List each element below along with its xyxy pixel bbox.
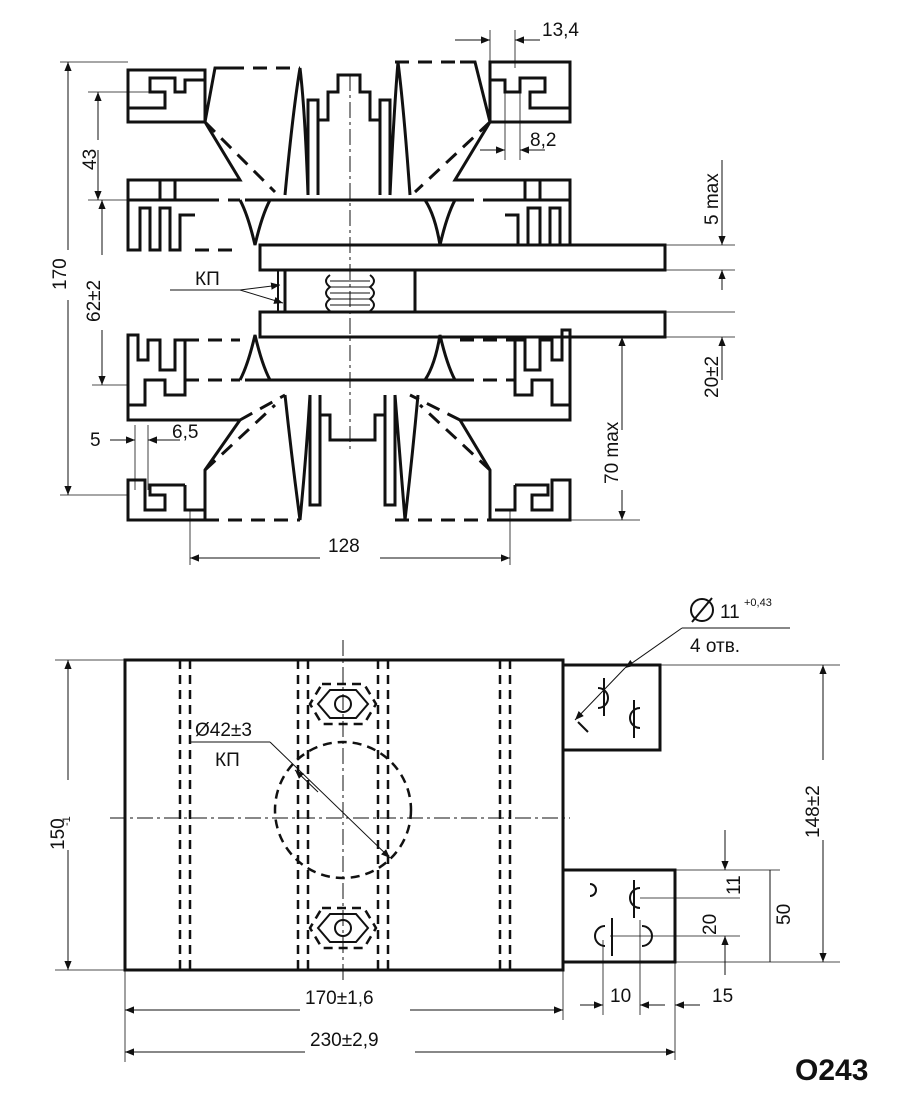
dim-128: 128 — [189, 510, 511, 565]
dim-13-4: 13,4 — [455, 20, 579, 68]
svg-text:Ø42±3: Ø42±3 — [195, 720, 252, 741]
kp-label-top: КП — [195, 269, 220, 290]
bottom-view: 11 +0,43 4 отв. Ø42±3 КП 150 -1 — [48, 597, 840, 1062]
base-plate — [123, 658, 565, 972]
svg-text:20±2: 20±2 — [702, 356, 723, 398]
dim-170-bottom: 170±1,6 — [124, 962, 564, 1020]
busbars — [258, 243, 667, 339]
svg-text:70 max: 70 max — [602, 421, 623, 484]
svg-text:5: 5 — [90, 430, 101, 451]
dim-8-2: 8,2 — [480, 92, 556, 160]
svg-text:10: 10 — [610, 986, 631, 1007]
svg-text:8,2: 8,2 — [530, 130, 556, 151]
terminal-holes — [577, 678, 653, 956]
svg-text:13,4: 13,4 — [542, 20, 579, 41]
svg-text:15: 15 — [712, 986, 733, 1007]
heatsink-left-profiles — [126, 66, 243, 522]
hole-callout: 11 +0,43 4 отв. — [574, 597, 790, 721]
dim-20: 20±2 — [665, 311, 735, 398]
hex-nut-top — [308, 682, 378, 726]
svg-text:62±2: 62±2 — [84, 280, 105, 322]
hidden-fin-lines — [178, 660, 512, 970]
svg-text:150: 150 — [48, 818, 69, 850]
dim-43: 43 — [80, 91, 150, 201]
kp-leader-top — [170, 289, 284, 304]
svg-text:148±2: 148±2 — [803, 785, 824, 838]
svg-text:5 max: 5 max — [702, 173, 723, 225]
dim-20-11-50: 20 11 50 — [610, 830, 795, 975]
svg-text:20: 20 — [700, 914, 721, 935]
svg-text:128: 128 — [328, 536, 360, 557]
dim-62: 62±2 — [84, 200, 128, 386]
dim-5-6-5: 5 6,5 — [90, 422, 198, 490]
svg-text:11: 11 — [720, 602, 740, 623]
dim-5max: 5 max — [665, 160, 735, 290]
svg-text:170±1,6: 170±1,6 — [305, 988, 374, 1009]
capsule-bellows — [325, 274, 375, 312]
svg-text:4 отв.: 4 отв. — [690, 636, 740, 657]
top-view: КП 13,4 8,2 43 — [50, 20, 735, 565]
svg-text:-1: -1 — [61, 816, 73, 826]
central-fins-bottom — [238, 334, 460, 521]
heatsink-hidden-edges — [185, 60, 518, 522]
svg-text:43: 43 — [80, 149, 101, 170]
terminal-bottom — [561, 868, 677, 964]
dim-148: 148±2 — [660, 664, 840, 963]
central-fins-top — [238, 61, 460, 246]
hex-nut-bottom — [308, 906, 378, 950]
kp-callout-bottom: Ø42±3 КП — [190, 720, 391, 859]
dim-230: 230±2,9 — [124, 1020, 675, 1062]
terminal-top — [561, 663, 662, 752]
svg-text:170: 170 — [50, 258, 71, 290]
dim-170: 170 — [50, 61, 128, 496]
drawing-code: O243 — [795, 1054, 868, 1087]
kp-circle — [273, 740, 413, 880]
svg-text:+0,43: +0,43 — [744, 597, 772, 609]
dim-10-15: 10 15 — [580, 920, 733, 1060]
svg-text:50: 50 — [774, 904, 795, 925]
dim-70max: 70 max — [570, 337, 640, 521]
svg-text:230±2,9: 230±2,9 — [310, 1030, 379, 1051]
svg-text:КП: КП — [215, 750, 240, 771]
svg-text:11: 11 — [724, 875, 745, 895]
dim-150: 150 -1 — [48, 659, 125, 971]
svg-text:6,5: 6,5 — [172, 422, 198, 443]
